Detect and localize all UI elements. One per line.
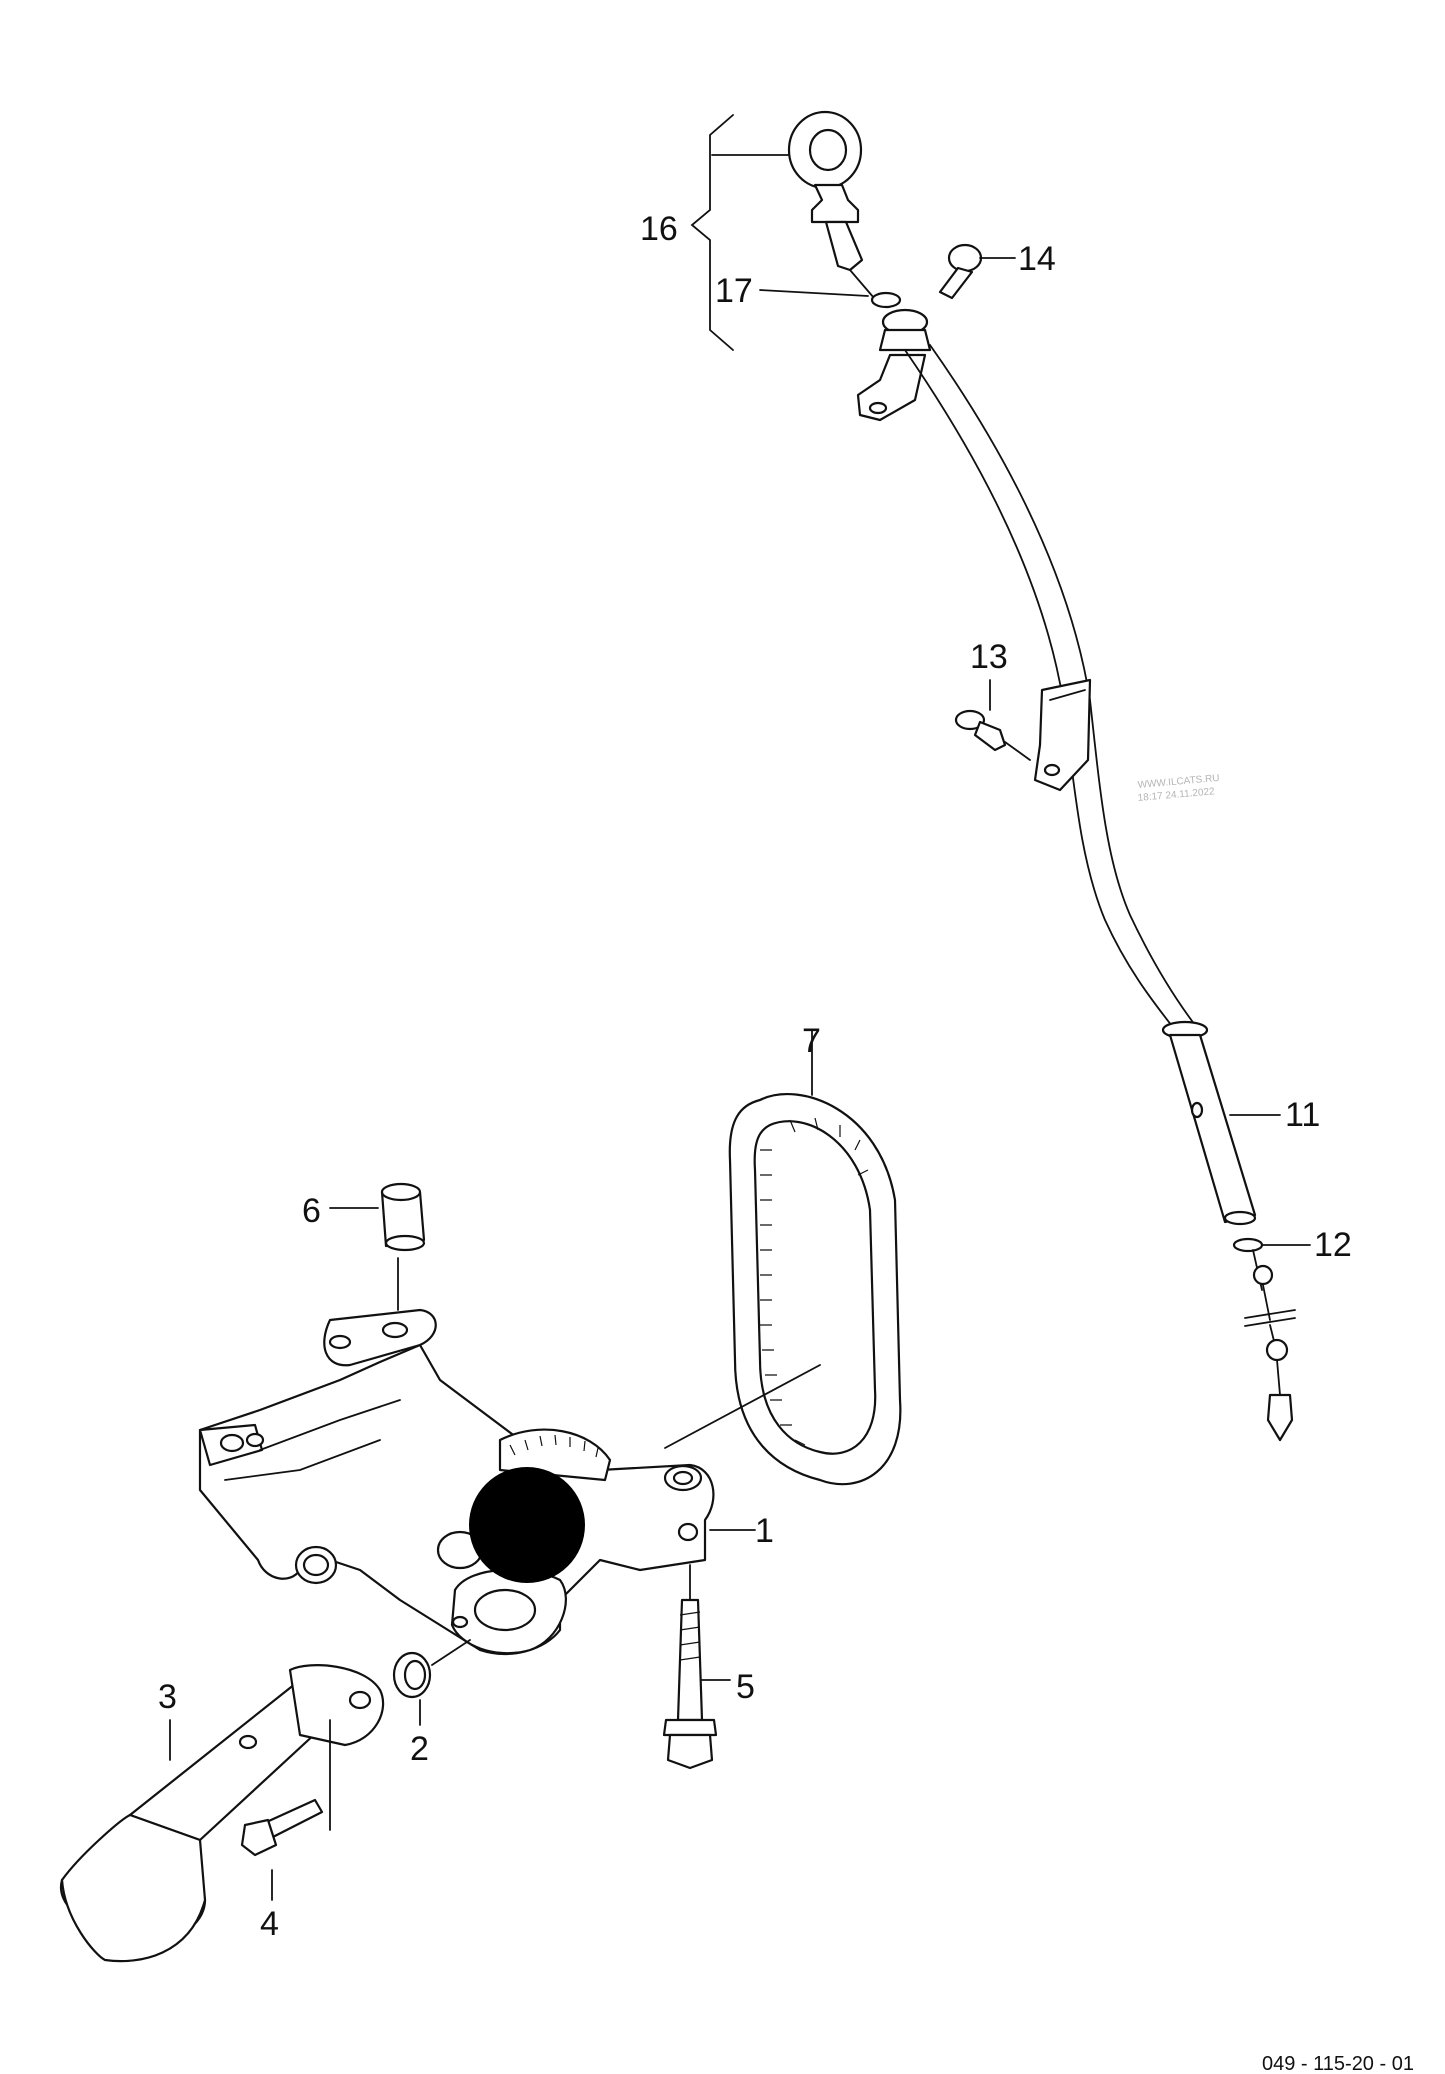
callout-16: 16 (640, 210, 678, 248)
callout-4: 4 (260, 1905, 279, 1943)
callout-12: 12 (1314, 1226, 1352, 1264)
brace-16 (690, 114, 734, 351)
o-ring-2 (392, 1639, 471, 1726)
document-number: 049 - 115-20 - 01 (1262, 2053, 1414, 2074)
bolt-5 (662, 1598, 731, 1770)
callout-2: 2 (410, 1730, 429, 1768)
oil-pump-housing (198, 1308, 756, 1655)
sleeve-6 (329, 1182, 426, 1311)
callout-7: 7 (802, 1022, 821, 1060)
callout-1: 1 (755, 1512, 774, 1550)
toothed-belt-7 (664, 1029, 902, 1486)
callout-11: 11 (1285, 1096, 1320, 1134)
suction-pipe-3 (59, 1664, 385, 1963)
callout-5: 5 (736, 1668, 755, 1706)
callout-6: 6 (302, 1192, 321, 1230)
dipstick-guide-tube (856, 308, 1311, 1442)
redaction-mark (469, 1467, 585, 1583)
clip-13 (954, 679, 1031, 761)
bolt-4 (240, 1798, 324, 1901)
callout-13: 13 (970, 638, 1008, 676)
dipstick-assembly (690, 110, 902, 351)
callout-14: 14 (1018, 240, 1056, 278)
callout-17: 17 (715, 272, 753, 310)
bolt-14 (938, 243, 1016, 300)
callout-3: 3 (158, 1678, 177, 1716)
